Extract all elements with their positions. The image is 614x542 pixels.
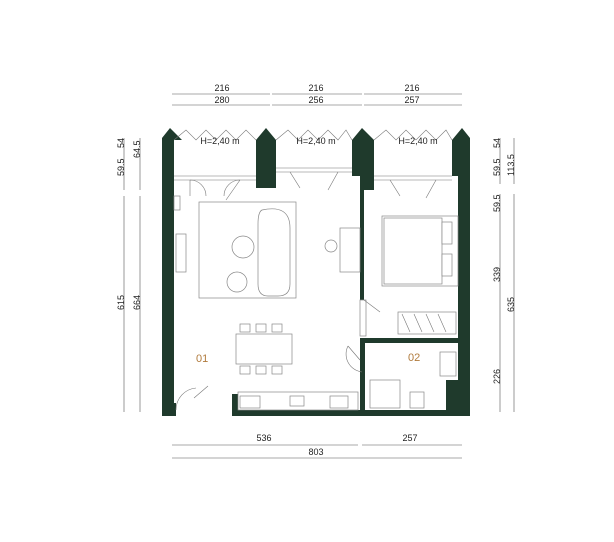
toilet <box>409 391 425 409</box>
top-dimensions: 216 216 216 280 256 257 <box>172 83 462 106</box>
dim-right-bath: 226 <box>492 369 502 384</box>
desk <box>339 227 361 273</box>
room-label-02: 02 <box>408 352 420 364</box>
dim-right-top-c: 113.5 <box>506 154 516 176</box>
dim-bottom-left: 536 <box>256 433 271 443</box>
dim-right-top-b: 54 <box>492 138 502 148</box>
dim-right-top-a: 59.5 <box>492 158 502 176</box>
dim-left-long-b: 664 <box>132 295 142 310</box>
entrance-door <box>175 385 209 411</box>
bathroom-furniture <box>345 345 457 409</box>
left-dimensions: 59.5 54 64.5 615 664 <box>116 138 142 412</box>
hob <box>329 395 349 409</box>
dim-top-upper-2: 216 <box>308 83 323 93</box>
dim-bottom-right: 257 <box>402 433 417 443</box>
ceiling-height-2: H=2,40 m <box>296 136 335 146</box>
living-room-furniture <box>173 195 381 411</box>
sofa <box>257 208 291 297</box>
ceiling-height-1: H=2,40 m <box>200 136 239 146</box>
right-dimensions: 59.5 54 113.5 59.5 339 226 635 <box>492 138 516 412</box>
desk-chair <box>324 239 338 253</box>
room-label-01: 01 <box>196 353 208 365</box>
dining-table <box>235 333 293 365</box>
dim-top-lower-1: 280 <box>214 95 229 105</box>
dim-top-upper-1: 216 <box>214 83 229 93</box>
dim-left-top-c: 64.5 <box>132 140 142 158</box>
wall-item <box>173 195 181 211</box>
dim-top-lower-3: 257 <box>404 95 419 105</box>
dim-right-total: 635 <box>506 297 516 312</box>
bath-door <box>345 345 363 373</box>
walls <box>162 128 470 416</box>
coffee-table <box>231 235 255 259</box>
dim-right-room: 339 <box>492 267 502 282</box>
dim-bottom-total: 803 <box>308 447 323 457</box>
dim-left-long-a: 615 <box>116 295 126 310</box>
bottom-dimensions: 536 257 803 <box>172 433 462 459</box>
washbasin <box>439 351 457 377</box>
dim-right-mid: 59.5 <box>492 194 502 212</box>
pillow-2 <box>441 253 453 277</box>
bedroom-furniture <box>381 215 459 335</box>
dim-left-top-b: 54 <box>116 138 126 148</box>
wardrobe <box>397 311 457 335</box>
windows: H=2,40 m H=2,40 m H=2,40 m <box>173 129 453 201</box>
tv-unit <box>175 233 187 273</box>
shower <box>369 379 401 409</box>
sink <box>289 395 305 407</box>
fridge <box>239 395 261 409</box>
armchair <box>226 271 248 293</box>
pillow-1 <box>441 221 453 245</box>
dim-top-upper-3: 216 <box>404 83 419 93</box>
dim-top-lower-2: 256 <box>308 95 323 105</box>
dim-left-top-a: 59.5 <box>116 158 126 176</box>
ceiling-height-3: H=2,40 m <box>398 136 437 146</box>
